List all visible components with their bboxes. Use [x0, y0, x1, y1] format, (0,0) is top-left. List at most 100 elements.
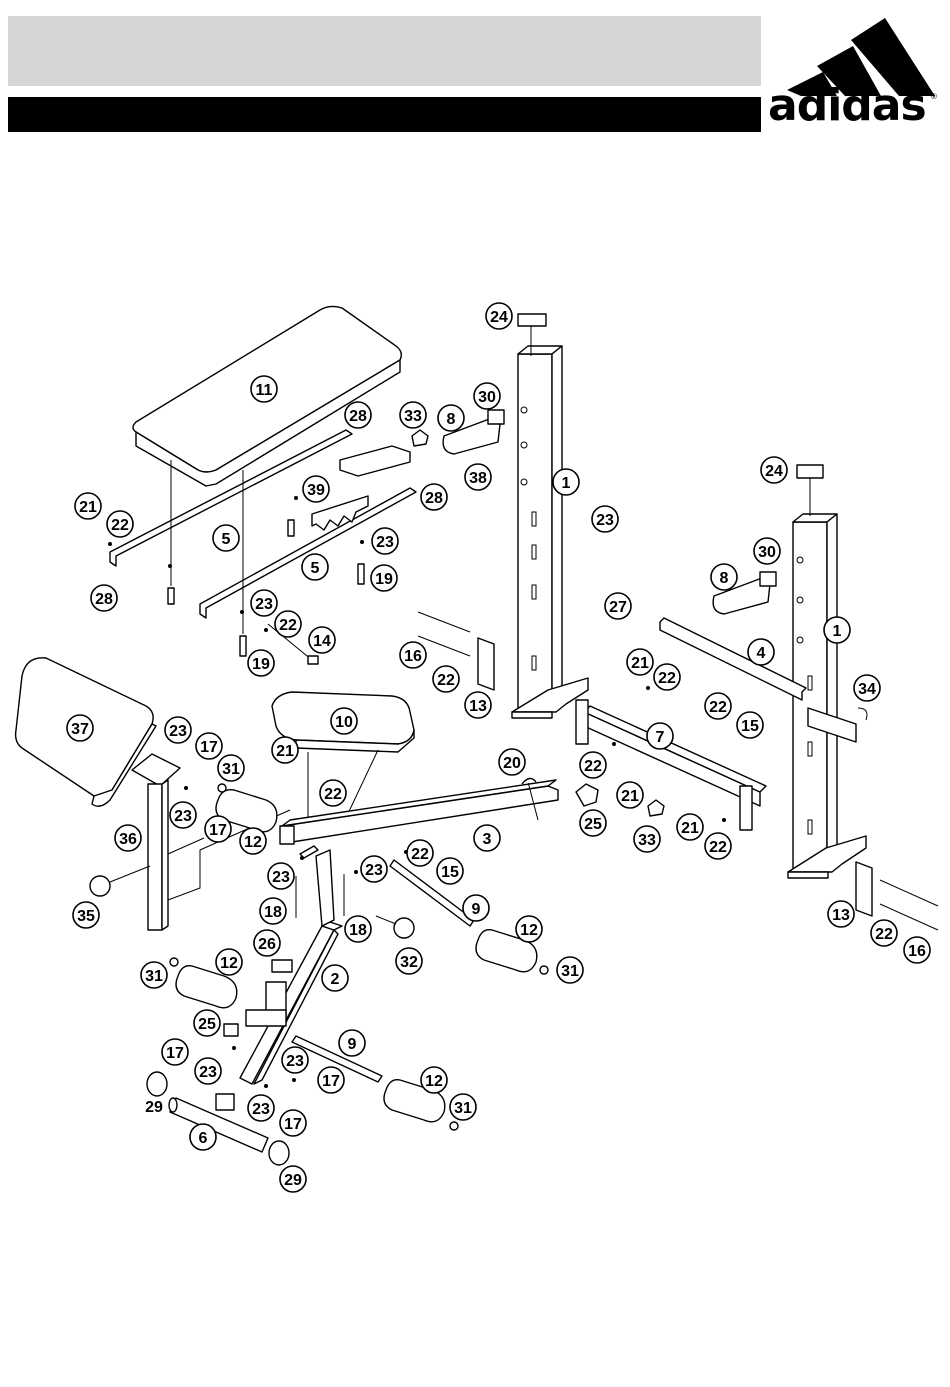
callout: 26 — [254, 930, 280, 956]
svg-text:35: 35 — [77, 908, 95, 925]
svg-text:31: 31 — [454, 1100, 472, 1117]
callout: 22 — [433, 666, 459, 692]
svg-text:13: 13 — [469, 698, 487, 715]
svg-text:17: 17 — [200, 739, 218, 756]
svg-text:19: 19 — [375, 571, 393, 588]
svg-text:5: 5 — [222, 531, 231, 548]
callout: 19 — [371, 565, 397, 591]
callout: 28 — [91, 585, 117, 611]
svg-text:17: 17 — [284, 1116, 302, 1133]
callout: 13 — [465, 692, 491, 718]
callout: 29 — [280, 1166, 306, 1192]
callout: 36 — [115, 825, 141, 851]
callout: 17 — [196, 733, 222, 759]
svg-text:21: 21 — [681, 820, 699, 837]
svg-text:4: 4 — [757, 645, 766, 662]
callout: 39 — [303, 476, 329, 502]
svg-text:25: 25 — [584, 816, 602, 833]
svg-text:36: 36 — [119, 831, 137, 848]
callout: 34 — [854, 675, 880, 701]
callout: 23 — [592, 506, 618, 532]
svg-text:22: 22 — [437, 672, 455, 689]
callout: 22 — [407, 840, 433, 866]
svg-text:39: 39 — [307, 482, 325, 499]
svg-text:22: 22 — [279, 617, 297, 634]
svg-text:15: 15 — [441, 864, 459, 881]
svg-text:22: 22 — [411, 846, 429, 863]
callout: 22 — [107, 511, 133, 537]
svg-text:24: 24 — [765, 463, 783, 480]
callout: 23 — [195, 1058, 221, 1084]
callout: 18 — [260, 898, 286, 924]
callout: 31 — [141, 962, 167, 988]
svg-text:16: 16 — [908, 943, 926, 960]
callout: 18 — [345, 916, 371, 942]
callout: 15 — [737, 712, 763, 738]
svg-text:9: 9 — [472, 901, 481, 918]
svg-text:22: 22 — [584, 758, 602, 775]
callout: 12 — [516, 916, 542, 942]
callout: 23 — [251, 590, 277, 616]
svg-text:23: 23 — [376, 534, 394, 551]
callout: 1 — [824, 617, 850, 643]
callout: 2 — [322, 965, 348, 991]
svg-text:24: 24 — [490, 309, 508, 326]
callout: 23 — [361, 856, 387, 882]
svg-text:33: 33 — [404, 408, 422, 425]
callout: 23 — [165, 717, 191, 743]
svg-text:23: 23 — [255, 596, 273, 613]
svg-text:38: 38 — [469, 470, 487, 487]
callout: 24 — [761, 457, 787, 483]
callout: 28 — [421, 484, 447, 510]
callout: 3 — [474, 825, 500, 851]
callout: 17 — [280, 1110, 306, 1136]
svg-text:25: 25 — [198, 1016, 216, 1033]
svg-text:17: 17 — [209, 822, 227, 839]
svg-text:2: 2 — [331, 971, 340, 988]
callout: 7 — [647, 723, 673, 749]
callout: 16 — [904, 937, 930, 963]
callout: 24 — [486, 303, 512, 329]
svg-text:23: 23 — [365, 862, 383, 879]
callout: 22 — [654, 664, 680, 690]
svg-text:37: 37 — [71, 721, 89, 738]
callout: 15 — [437, 858, 463, 884]
callout: 25 — [580, 810, 606, 836]
callout: 23 — [282, 1047, 308, 1073]
svg-text:28: 28 — [95, 591, 113, 608]
callout: 20 — [499, 749, 525, 775]
callout: 22 — [705, 693, 731, 719]
callout: 17 — [205, 816, 231, 842]
svg-text:13: 13 — [832, 907, 850, 924]
svg-text:15: 15 — [741, 718, 759, 735]
callout: 5 — [213, 525, 239, 551]
svg-text:23: 23 — [174, 808, 192, 825]
svg-text:11: 11 — [256, 382, 273, 399]
svg-text:22: 22 — [709, 699, 727, 716]
callout: 9 — [339, 1030, 365, 1056]
svg-text:17: 17 — [166, 1045, 184, 1062]
svg-text:12: 12 — [425, 1073, 443, 1090]
svg-text:18: 18 — [349, 922, 367, 939]
svg-text:22: 22 — [111, 517, 129, 534]
callout: 17 — [318, 1067, 344, 1093]
svg-text:22: 22 — [709, 839, 727, 856]
svg-text:23: 23 — [169, 723, 187, 740]
svg-text:12: 12 — [520, 922, 538, 939]
callout: 37 — [67, 715, 93, 741]
svg-text:17: 17 — [322, 1073, 340, 1090]
callout: 9 — [463, 895, 489, 921]
callout: 33 — [400, 402, 426, 428]
callout: 38 — [465, 464, 491, 490]
callout: 23 — [372, 528, 398, 554]
callout: 16 — [400, 642, 426, 668]
svg-text:22: 22 — [324, 786, 342, 803]
callout: 19 — [248, 650, 274, 676]
svg-text:33: 33 — [638, 832, 656, 849]
callout: 30 — [474, 383, 500, 409]
svg-text:27: 27 — [609, 599, 627, 616]
callout: 21 — [677, 814, 703, 840]
callout: 1 — [553, 469, 579, 495]
svg-text:30: 30 — [478, 389, 496, 406]
